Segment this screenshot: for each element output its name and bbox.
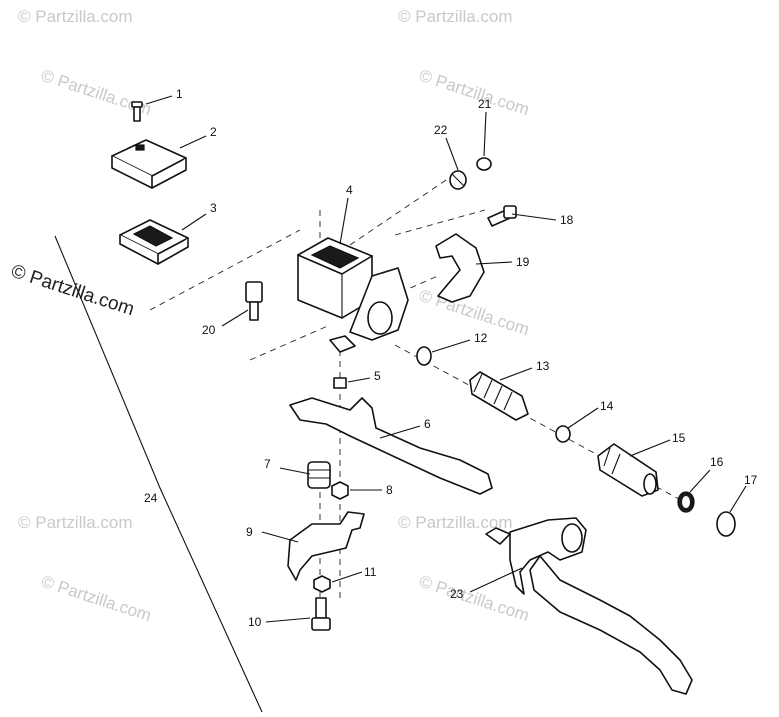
part-21-cap (476, 157, 492, 171)
watermark-text: © Partzilla.com (18, 7, 133, 26)
part-6-lever (289, 397, 493, 495)
part-2-cap (111, 139, 187, 189)
callout-11: 11 (364, 565, 377, 579)
callout-4: 4 (346, 183, 353, 197)
part-10-bolt (311, 597, 331, 631)
callout-22: 22 (434, 123, 448, 137)
callout-17: 17 (744, 473, 758, 487)
callout-14: 14 (600, 399, 614, 413)
callout-23: 23 (450, 587, 464, 601)
callout-6: 6 (424, 417, 431, 431)
part-22-bleeder (449, 170, 467, 190)
part-13-boot (469, 371, 529, 421)
callout-1: 1 (176, 87, 183, 101)
callout-2: 2 (210, 125, 217, 139)
callout-21: 21 (478, 97, 492, 111)
part-4-master-cylinder (297, 237, 409, 353)
assembly-line-24 (54, 235, 263, 713)
part-5-nut (333, 377, 347, 389)
callout-5: 5 (374, 369, 381, 383)
part-11-nut (313, 575, 331, 593)
part-8-nut (331, 481, 349, 500)
callout-19: 19 (516, 255, 530, 269)
callout-3: 3 (210, 201, 217, 215)
callout-13: 13 (536, 359, 550, 373)
part-14-washer (555, 425, 571, 443)
watermark-text: © Partzilla.com (39, 572, 154, 625)
watermark-text: © Partzilla.com (398, 513, 513, 532)
part-12-washer (416, 346, 432, 366)
callout-12: 12 (474, 331, 488, 345)
part-18-bolt (487, 205, 517, 227)
watermark-text: © Partzilla.com (417, 66, 532, 119)
watermark-text-dark: © Partzilla.com (8, 261, 136, 321)
callout-18: 18 (560, 213, 574, 227)
callout-10: 10 (248, 615, 262, 629)
part-23-clutch-lever (485, 517, 693, 695)
callout-24: 24 (144, 491, 158, 505)
part-19-clamp (435, 233, 485, 303)
callout-8: 8 (386, 483, 393, 497)
callout-15: 15 (672, 431, 686, 445)
part-15-piston (597, 443, 659, 497)
part-3-diaphragm (119, 219, 189, 265)
part-9-bracket (287, 511, 365, 581)
alignment-lines (149, 175, 691, 620)
callout-leaders (145, 95, 747, 623)
callout-7: 7 (264, 457, 271, 471)
part-1-screw (131, 101, 143, 122)
watermark-text: © Partzilla.com (18, 513, 133, 532)
callout-20: 20 (202, 323, 216, 337)
callout-9: 9 (246, 525, 253, 539)
callout-labels: 1 2 3 4 5 6 7 8 9 10 11 12 13 14 15 16 1… (144, 87, 758, 629)
part-20-bolt (245, 281, 263, 321)
part-7-spring (307, 461, 331, 489)
callout-16: 16 (710, 455, 724, 469)
watermark-text: © Partzilla.com (398, 7, 513, 26)
part-17-washer (716, 511, 736, 537)
watermarks: © Partzilla.com © Partzilla.com © Partzi… (8, 7, 531, 625)
